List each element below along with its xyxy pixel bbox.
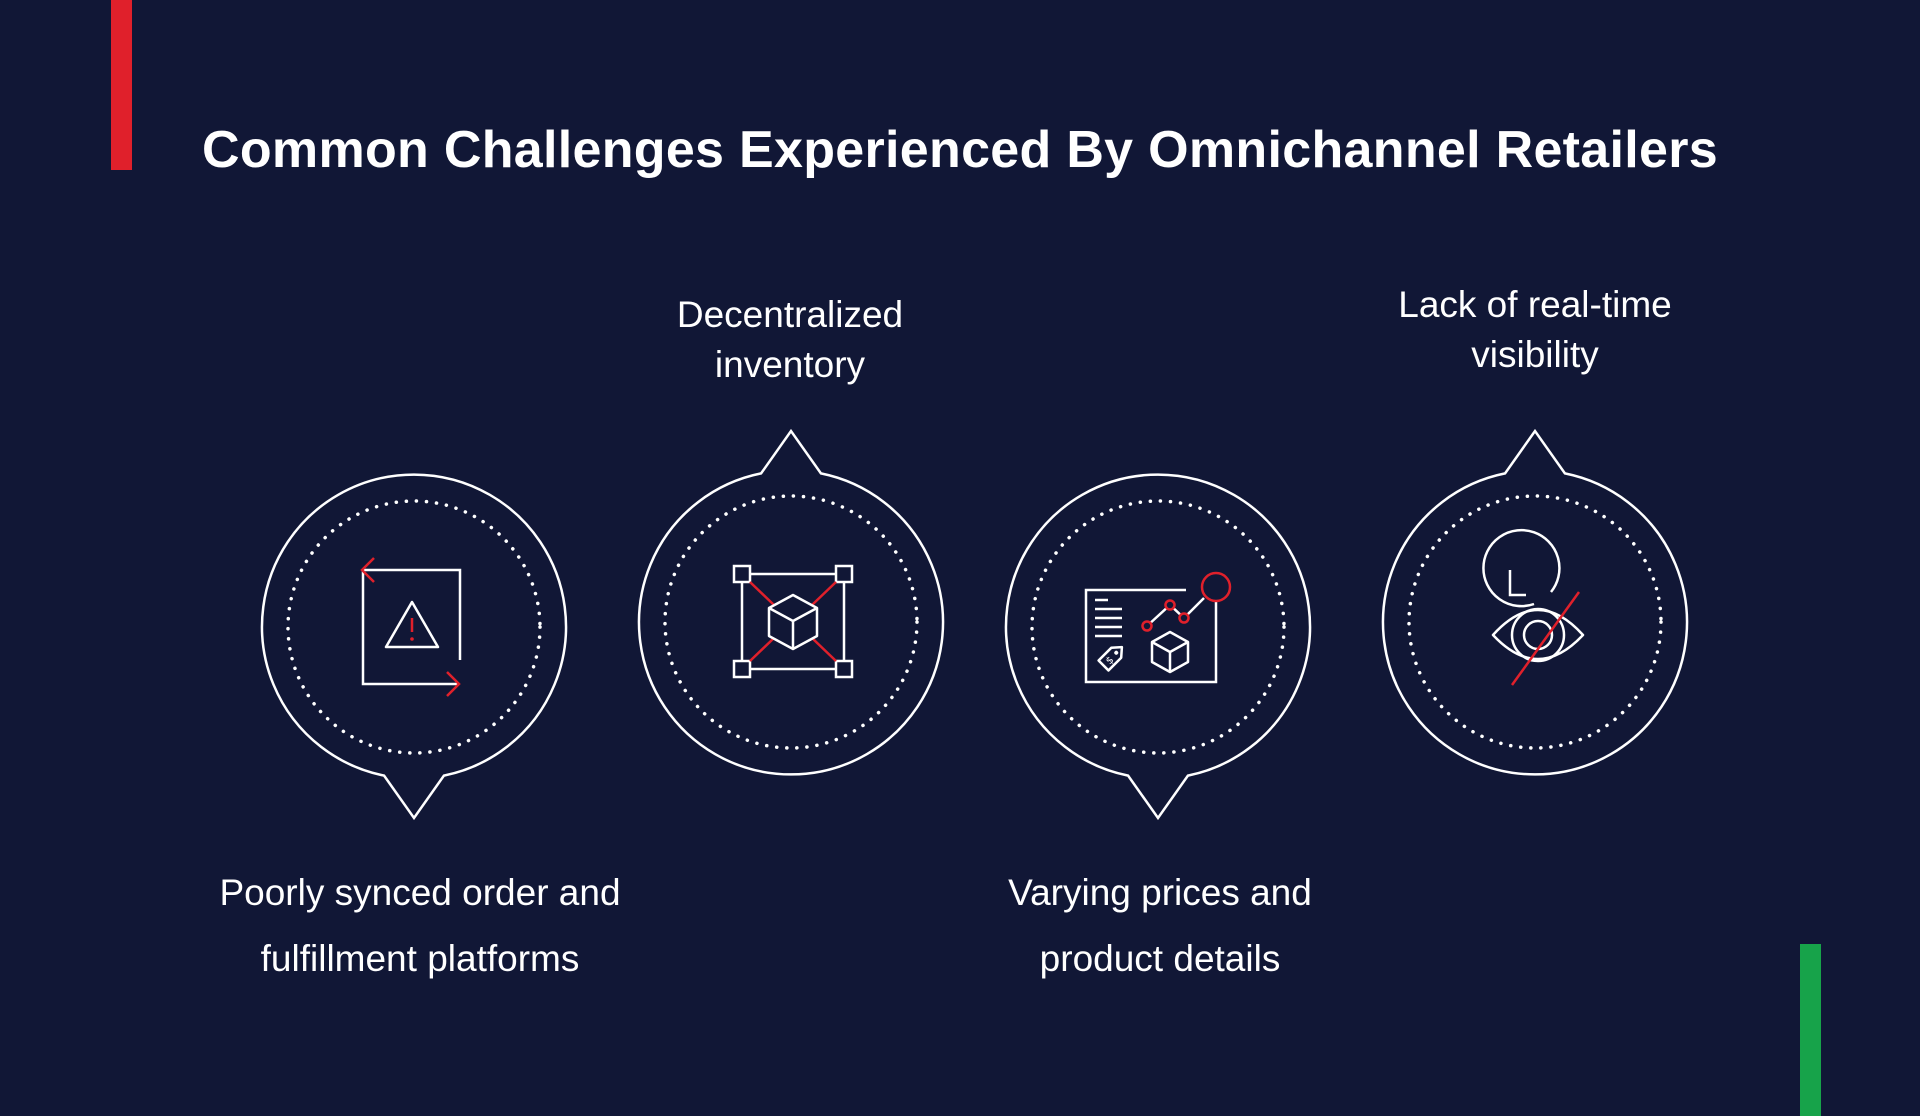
challenge-bubble-pricing: $: [1004, 473, 1312, 821]
sync-alert-icon: [360, 557, 462, 697]
challenge-bubble-sync: [260, 473, 568, 821]
challenge-bubble-inventory: [637, 428, 945, 776]
red-accent-bar: [111, 0, 132, 170]
hidden-eye-clock-icon: [1482, 528, 1585, 686]
green-accent-bar: [1800, 944, 1821, 1116]
challenge-bubble-visibility: [1381, 428, 1689, 776]
challenge-label-visibility: Lack of real-time visibility: [1398, 284, 1672, 375]
challenge-label-inventory: Decentralized inventory: [676, 294, 904, 385]
challenge-label-sync: Poorly synced order and fulfillment plat…: [219, 872, 621, 979]
inventory-cube-icon: [732, 564, 854, 679]
challenge-label-pricing: Varying prices and product details: [1008, 872, 1312, 979]
page-title: Common Challenges Experienced By Omnicha…: [202, 121, 1718, 179]
pricing-dashboard-icon: $: [1084, 571, 1232, 684]
